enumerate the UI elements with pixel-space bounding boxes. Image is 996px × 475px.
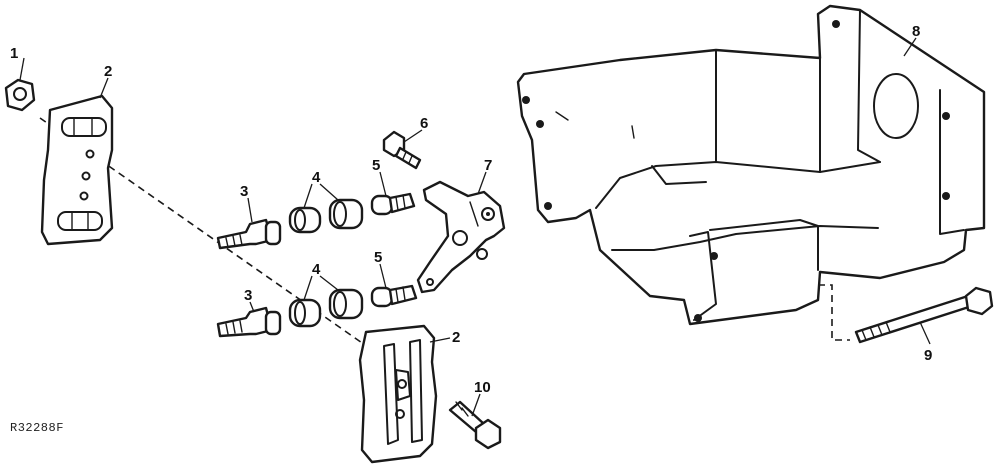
callout-9: 9	[924, 347, 932, 364]
assembly-line-bolt	[818, 284, 850, 341]
support-frame-part-8	[516, 4, 986, 326]
stud-part-3-upper	[216, 197, 282, 250]
callout-6: 6	[420, 115, 428, 132]
callout-4-lower: 4	[312, 261, 321, 278]
callout-2-upper: 2	[104, 63, 112, 80]
stud-part-3-lower	[216, 301, 282, 338]
bolt-part-10	[448, 393, 502, 450]
pin-part-5-upper	[370, 171, 416, 216]
callout-8: 8	[912, 23, 920, 40]
callout-3-upper: 3	[240, 183, 248, 200]
callout-5-upper: 5	[372, 157, 380, 174]
callout-1: 1	[10, 45, 18, 62]
bushing-pair-part-4-lower	[288, 275, 364, 328]
callout-2-lower: 2	[452, 329, 460, 346]
bolt-part-6	[382, 129, 423, 170]
figure-reference-code: R32288F	[10, 421, 64, 435]
pin-part-5-lower	[370, 263, 418, 308]
yoke-bracket-part-7	[416, 171, 506, 294]
bushing-pair-part-4-upper	[288, 183, 364, 234]
bracket-plate-part-2-lower	[358, 324, 451, 464]
callout-4-upper: 4	[312, 169, 321, 186]
callout-5-lower: 5	[374, 249, 382, 266]
hex-nut-part-1	[4, 57, 36, 112]
bolt-part-9	[854, 286, 994, 345]
bracket-plate-part-2-upper	[40, 77, 114, 246]
callout-3-lower: 3	[244, 287, 252, 304]
callout-10: 10	[474, 379, 491, 396]
callout-7: 7	[484, 157, 492, 174]
